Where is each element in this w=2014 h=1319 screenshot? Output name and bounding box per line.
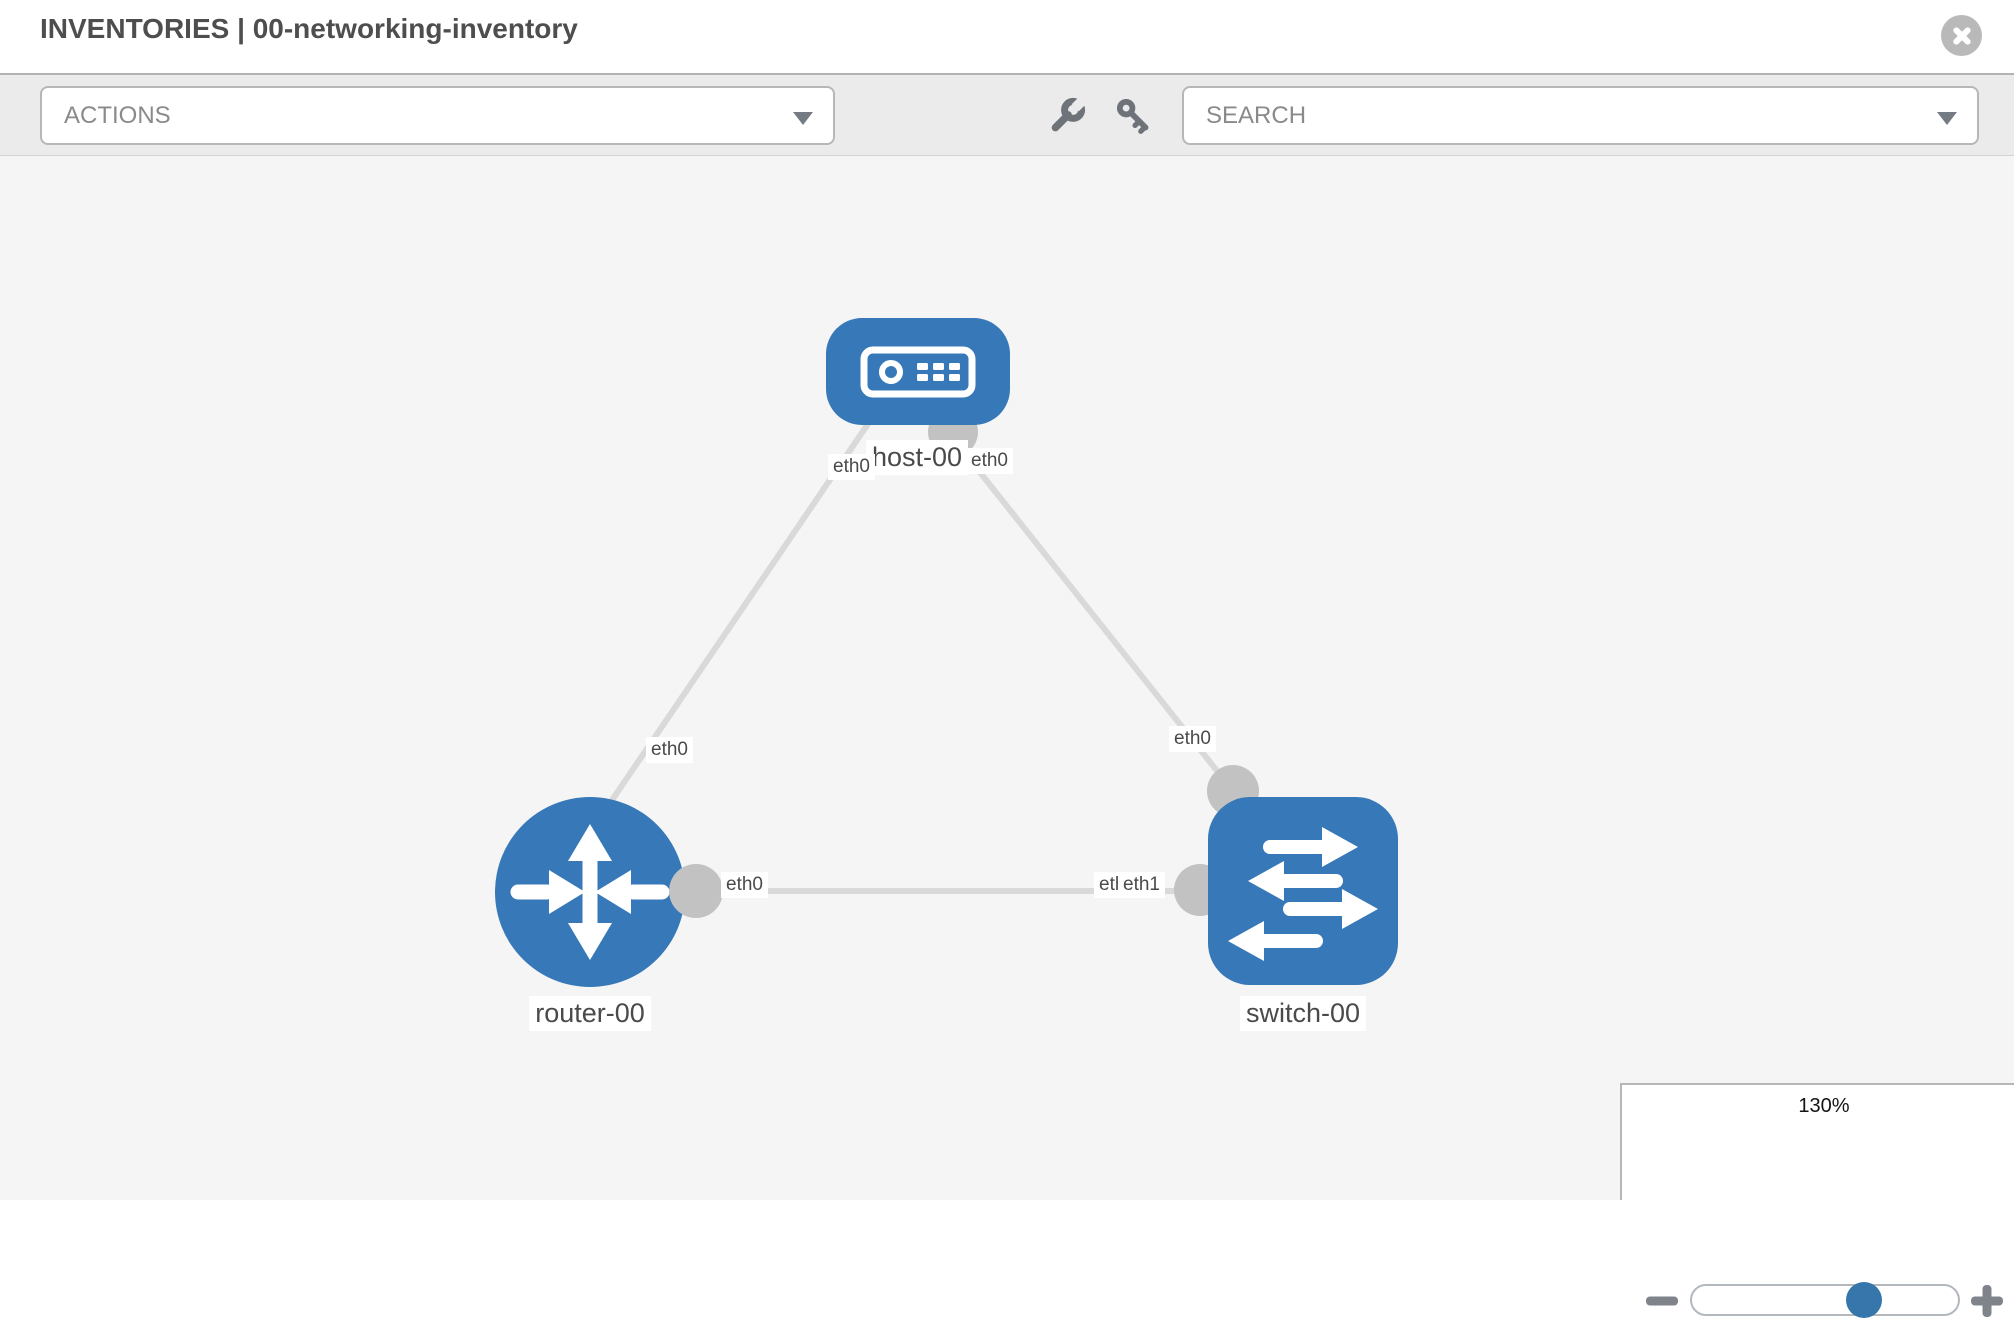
- minus-icon: [1646, 1296, 1678, 1306]
- search-dropdown[interactable]: SEARCH: [1182, 86, 1979, 145]
- key-icon: [1116, 98, 1149, 134]
- zoom-slider-track[interactable]: [1690, 1284, 1960, 1316]
- switch-icon: [1228, 827, 1378, 961]
- plus-icon: [1982, 1285, 1992, 1317]
- zoom-out-button[interactable]: [1642, 1283, 1682, 1319]
- credentials-button[interactable]: [1112, 95, 1156, 139]
- interface-label-switch-eth1: eth1: [1118, 872, 1165, 898]
- zoom-panel: 130%: [1620, 1083, 2014, 1318]
- interface-label-router-eth0: eth0: [721, 872, 768, 898]
- wrench-icon: [1051, 95, 1088, 132]
- toolbar: ACTIONS SEARCH: [0, 73, 2014, 156]
- header: INVENTORIES | 00-networking-inventory: [0, 0, 2014, 73]
- interface-label-host-eth0-right: eth0: [966, 448, 1013, 474]
- node-host-00[interactable]: [826, 318, 1010, 425]
- node-label-host-00: host-00: [865, 440, 969, 475]
- chevron-down-icon: [1937, 112, 1957, 125]
- host-icon: [860, 346, 976, 397]
- topology-canvas[interactable]: host-00 router-00 switch-00 eth0 eth0 et…: [0, 156, 2014, 1318]
- connector-router-eth0: [669, 864, 723, 918]
- zoom-in-button[interactable]: [1966, 1283, 2008, 1319]
- actions-dropdown-label: ACTIONS: [64, 102, 171, 129]
- node-label-router-00: router-00: [529, 996, 651, 1031]
- node-router-00[interactable]: [495, 797, 685, 987]
- page-title: INVENTORIES | 00-networking-inventory: [40, 13, 578, 44]
- node-switch-00[interactable]: [1208, 797, 1398, 985]
- actions-dropdown[interactable]: ACTIONS: [40, 86, 835, 145]
- close-button[interactable]: [1941, 15, 1982, 56]
- topology-links-layer: [605, 407, 1259, 916]
- interface-label-host-eth0-left: eth0: [828, 454, 875, 480]
- search-dropdown-label: SEARCH: [1206, 102, 1307, 129]
- router-icon: [510, 824, 670, 960]
- zoom-slider-thumb[interactable]: [1846, 1282, 1882, 1318]
- interface-label-link-host-router: eth0: [646, 737, 693, 763]
- interface-label-link-host-switch: eth0: [1169, 726, 1216, 752]
- zoom-level-value: 130%: [1798, 1095, 1850, 1117]
- chevron-down-icon: [793, 112, 813, 125]
- node-label-switch-00: switch-00: [1239, 996, 1367, 1031]
- tools-button[interactable]: [1044, 95, 1088, 139]
